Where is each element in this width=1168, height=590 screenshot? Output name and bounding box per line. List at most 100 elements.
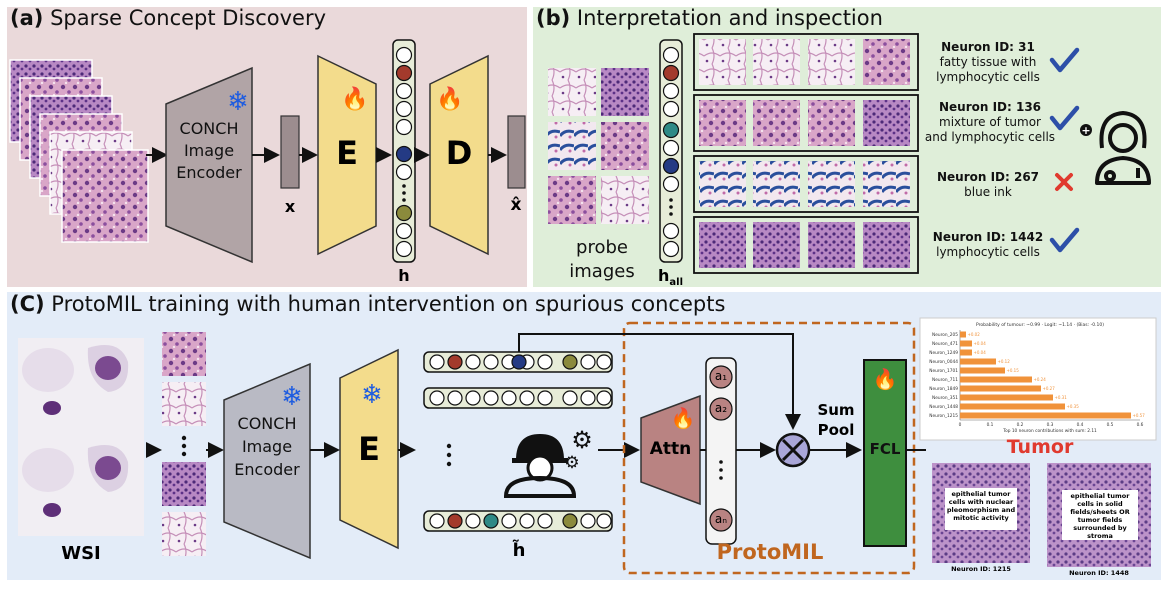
wsi-label: WSI [61,543,101,564]
plus-icon [1080,124,1092,136]
chart-tick-label: 0.4 [1077,422,1084,428]
neuron-267-line1: blue ink [964,185,1012,199]
probe-line2: images [569,261,635,282]
hall-main: h [658,266,670,285]
patch-column [162,332,206,556]
chart-bar [960,394,1053,401]
panel-a-label: (a) [10,6,44,30]
neuron-136-line1: mixture of tumor [939,115,1041,129]
attn-block [640,394,701,506]
a1-label: a₁ [714,369,728,383]
chart-category-label: Neuron_205 [932,332,958,338]
chart-bar [960,403,1065,410]
neuron-31-description: Neuron ID: 31 fatty tissue with lymphocy… [922,40,1054,85]
code-vector-2 [423,387,613,409]
protomil-label: ProtoMIL [716,540,824,564]
x-label: x [284,197,296,216]
x-embedding [280,115,300,189]
panel-b-label: (b) [536,6,571,30]
chart-category-label: Neuron_1448 [929,404,958,410]
chart-category-label: Neuron_1701 [929,368,958,374]
hall-label: hall [658,266,683,288]
chart-x-label: Top 10 neuron contributions with sum: 2.… [1002,428,1097,434]
fcl-label: FCL [869,440,901,458]
htilde-label: h̃ [512,540,526,561]
panel-a-title-text: Sparse Concept Discovery [50,6,327,30]
svg-text:⚙: ⚙ [564,453,579,473]
neuron-31-line1: fatty tissue with [939,55,1037,69]
attn-label: Attn [649,439,692,459]
sparse-code-neurons [395,46,413,258]
chart-tick-label: 0.5 [1107,422,1114,428]
conch-encoder-c [223,362,311,560]
chart-tick-label: 0.3 [1047,422,1054,428]
worker-gear-icon: ⚙ ⚙ [503,426,593,498]
chart-value-label: +0.24 [1034,377,1047,382]
code-vector-1 [423,351,613,373]
chart-value-label: +0.35 [1067,404,1080,409]
neuron-1442-description: Neuron ID: 1442 lymphocytic cells [922,230,1054,260]
prototype-1-caption: Neuron ID: 1215 [951,565,1011,573]
sum-line1: Sum [817,401,855,419]
neuron-row-31 [693,33,919,91]
chart-value-label: +0.12 [998,359,1011,364]
chart-value-label: +0.27 [1043,386,1056,391]
neuron-267-description: Neuron ID: 267 blue ink [922,170,1054,200]
decoder-block-label: D [445,134,473,172]
xhat-label: x̂ [510,195,522,215]
chart-bar [960,385,1041,392]
chart-category-label: Neuron_471 [932,341,958,347]
encoder-a-line2: Image [183,141,235,160]
chart-value-label: +0.31 [1055,395,1068,400]
wsi-slide [18,338,144,536]
chart-value-label: +0.15 [1007,368,1020,373]
neuron-row-136 [693,94,919,152]
chart-tick-label: 0 [959,422,962,428]
chart-value-label: +0.02 [968,332,981,337]
wsi-patch-stack [9,59,149,243]
contribution-chart-frame [919,317,1157,441]
probe-images-label: probe images [552,236,652,284]
encoder-a-line3: Encoder [176,163,242,182]
neuron-136-description: Neuron ID: 136 mixture of tumor and lymp… [922,100,1058,145]
fire-icon: 🔥 [873,367,898,391]
a2-label: a₂ [714,401,728,415]
chart-value-label: +0.04 [974,350,987,355]
decoder-block [429,54,489,256]
fire-icon: 🔥 [671,406,696,430]
svg-text:⚙: ⚙ [571,426,593,454]
check-icon [1049,105,1080,131]
sum-pool-label: Sum Pool [810,400,862,440]
prototype-1-text: epithelial tumor cells with nuclear pleo… [946,490,1016,522]
chart-bar [960,367,1005,374]
conch-encoder-a [165,66,253,264]
neuron-267-id: Neuron ID: 267 [936,170,1040,184]
chart-bar [960,358,996,365]
neuron-136-line2: and lymphocytic cells [924,130,1056,144]
chart-title: Probability of tumour: ~0.99 · Logit: ~1… [976,322,1104,328]
h-label: h [398,266,410,285]
chart-value-label: +0.04 [974,341,987,346]
encoder-block-c-label: E [358,430,380,468]
hall-sub: all [669,277,683,289]
chart-bar [960,412,1131,419]
chart-category-label: Neuron_351 [932,395,958,401]
neuron-1442-id: Neuron ID: 1442 [932,230,1044,244]
neuron-31-line2: lymphocytic cells [936,70,1040,84]
snowflake-icon: ❄ [281,382,303,412]
neuron-row-267 [693,155,919,213]
chart-category-label: Neuron_0044 [929,359,958,365]
prototype-2-caption: Neuron ID: 1448 [1069,569,1129,577]
chart-bar [960,376,1032,383]
contribution-chart: Probability of tumour: ~0.99 · Logit: ~1… [929,322,1145,434]
panel-c-title: (C) ProtoMIL training with human interve… [10,292,725,316]
encoder-block-c [339,348,399,550]
fcl-block [863,359,907,547]
chart-tick-label: 0.2 [1017,422,1024,428]
snowflake-icon: ❄ [227,87,249,117]
prototype-collage-1 [932,463,1030,563]
chart-category-label: Neuron_1215 [929,413,958,419]
sum-line2: Pool [817,421,855,439]
an-label: aₙ [714,512,728,526]
